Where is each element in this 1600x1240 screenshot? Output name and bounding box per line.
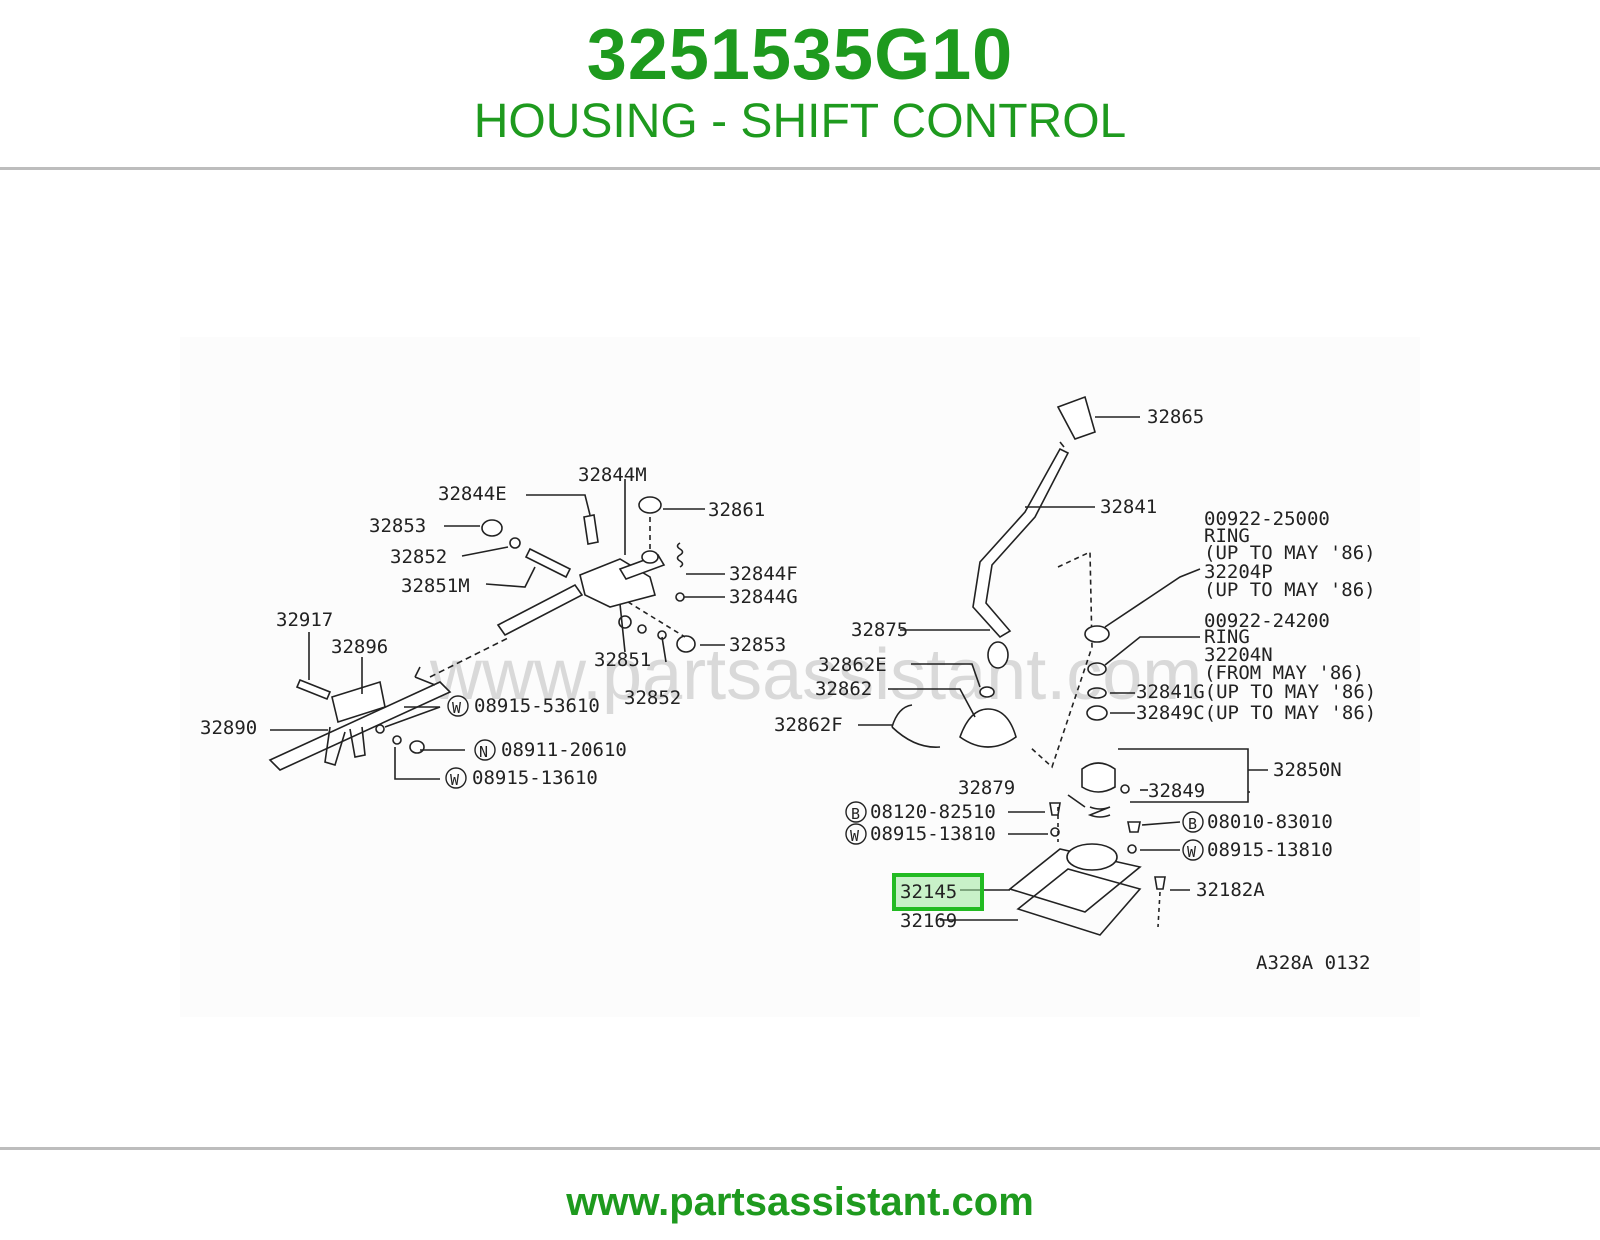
label-32844G[interactable]: 32844G	[729, 586, 798, 608]
boot-32862	[959, 708, 1017, 748]
header-divider	[0, 167, 1600, 170]
label-32844E[interactable]: 32844E	[438, 483, 507, 505]
label-32862[interactable]: 32862	[815, 678, 872, 700]
label-32204N[interactable]: 32204N	[1204, 644, 1273, 666]
parts-diagram: www.partsassistant.com	[180, 337, 1420, 1017]
ball-32844G	[675, 592, 685, 602]
footer-site-link[interactable]: www.partsassistant.com	[566, 1180, 1034, 1224]
label-32182A[interactable]: 32182A	[1196, 879, 1265, 901]
label-32852-lower[interactable]: 32852	[624, 687, 681, 709]
washer-32841G	[1087, 687, 1107, 699]
label-32896[interactable]: 32896	[331, 636, 388, 658]
bushing-32849C	[1086, 705, 1108, 721]
label-32850N[interactable]: 32850N	[1273, 759, 1342, 781]
label-32862E[interactable]: 32862E	[818, 654, 887, 676]
spring-32844F	[676, 542, 684, 568]
label-upto-1: (UP TO MAY '86)	[1204, 542, 1376, 564]
label-08915-53610[interactable]: 08915-53610	[474, 695, 600, 717]
circle-letter-w2: W	[450, 771, 460, 789]
bushing-32861	[638, 496, 662, 514]
watermark-text: www.partsassistant.com	[429, 635, 1202, 715]
center-rod	[496, 583, 584, 637]
exploded-view-drawing: www.partsassistant.com	[200, 395, 1376, 974]
label-32865[interactable]: 32865	[1147, 406, 1204, 428]
circle-letter-b1: B	[851, 805, 860, 823]
nut-32853	[481, 519, 503, 537]
circle-letter-n: N	[479, 743, 488, 761]
label-08915-13610[interactable]: 08915-13610	[472, 767, 598, 789]
clip-32862E	[979, 686, 995, 698]
label-32145[interactable]: 32145	[900, 881, 957, 903]
label-00922-24200[interactable]: 00922-24200	[1204, 610, 1330, 632]
part-number-title: 3251535G10	[586, 15, 1014, 95]
label-32849[interactable]: 32849	[1148, 780, 1205, 802]
label-32849C[interactable]: 32849C(UP TO MAY '86)	[1136, 702, 1376, 724]
ball-32875	[987, 641, 1009, 669]
label-32879[interactable]: 32879	[958, 777, 1015, 799]
label-08120-82510[interactable]: 08120-82510	[870, 801, 996, 823]
circle-letter-w1: W	[452, 699, 462, 717]
label-00922-25000[interactable]: 00922-25000	[1204, 508, 1330, 530]
label-32169[interactable]: 32169	[900, 910, 957, 932]
label-from-1: (FROM MAY '86)	[1204, 662, 1364, 684]
spring-32879	[1087, 806, 1111, 818]
diagram-code: A328A 0132	[1256, 952, 1370, 974]
ring-32204P	[1084, 625, 1110, 643]
joint-block	[331, 680, 386, 724]
spring-seat-32850N	[1081, 762, 1116, 793]
label-32851[interactable]: 32851	[594, 649, 651, 671]
highlight-32145[interactable]	[892, 873, 984, 911]
label-32862F[interactable]: 32862F	[774, 714, 843, 736]
label-32844F[interactable]: 32844F	[729, 563, 798, 585]
label-32841G[interactable]: 32841G(UP TO MAY '86)	[1136, 681, 1376, 703]
label-08911-20610[interactable]: 08911-20610	[501, 739, 627, 761]
label-08915-13810-left[interactable]: 08915-13810	[870, 823, 996, 845]
gasket-32169	[1016, 868, 1142, 936]
circle-letter-w3: W	[850, 827, 860, 845]
band-32862F	[891, 704, 941, 748]
label-32852-upper[interactable]: 32852	[390, 546, 447, 568]
label-upto-2: (UP TO MAY '86)	[1204, 579, 1376, 601]
circle-letter-b2: B	[1188, 815, 1197, 833]
pin-32844E	[583, 514, 599, 545]
page-header: 3251535G10 HOUSING - SHIFT CONTROL	[0, 0, 1600, 168]
label-32890[interactable]: 32890	[200, 717, 257, 739]
label-32861[interactable]: 32861	[708, 499, 765, 521]
label-32853-lower[interactable]: 32853	[729, 634, 786, 656]
pin-32917	[295, 678, 332, 701]
bolt-32851M	[524, 547, 572, 579]
label-32204P[interactable]: 32204P	[1204, 561, 1273, 583]
label-08010-83010[interactable]: 08010-83010	[1207, 811, 1333, 833]
label-32875[interactable]: 32875	[851, 619, 908, 641]
label-32844M[interactable]: 32844M	[578, 464, 647, 486]
lever-32841	[972, 447, 1070, 639]
label-ring-2: RING	[1204, 626, 1250, 648]
label-32841[interactable]: 32841	[1100, 496, 1157, 518]
label-08915-13810-right[interactable]: 08915-13810	[1207, 839, 1333, 861]
fork-lever	[324, 726, 366, 766]
plug-32853	[676, 635, 696, 653]
ring-32204N	[1087, 662, 1107, 676]
circle-letter-w4: W	[1187, 843, 1197, 861]
plunger-32849	[1120, 784, 1130, 794]
part-name-subtitle: HOUSING - SHIFT CONTROL	[473, 95, 1127, 148]
label-32917[interactable]: 32917	[276, 609, 333, 631]
label-32853-upper[interactable]: 32853	[369, 515, 426, 537]
label-32851M[interactable]: 32851M	[401, 575, 470, 597]
label-ring-1: RING	[1204, 525, 1250, 547]
knob-32865	[1056, 395, 1096, 440]
footer-divider	[0, 1147, 1600, 1150]
